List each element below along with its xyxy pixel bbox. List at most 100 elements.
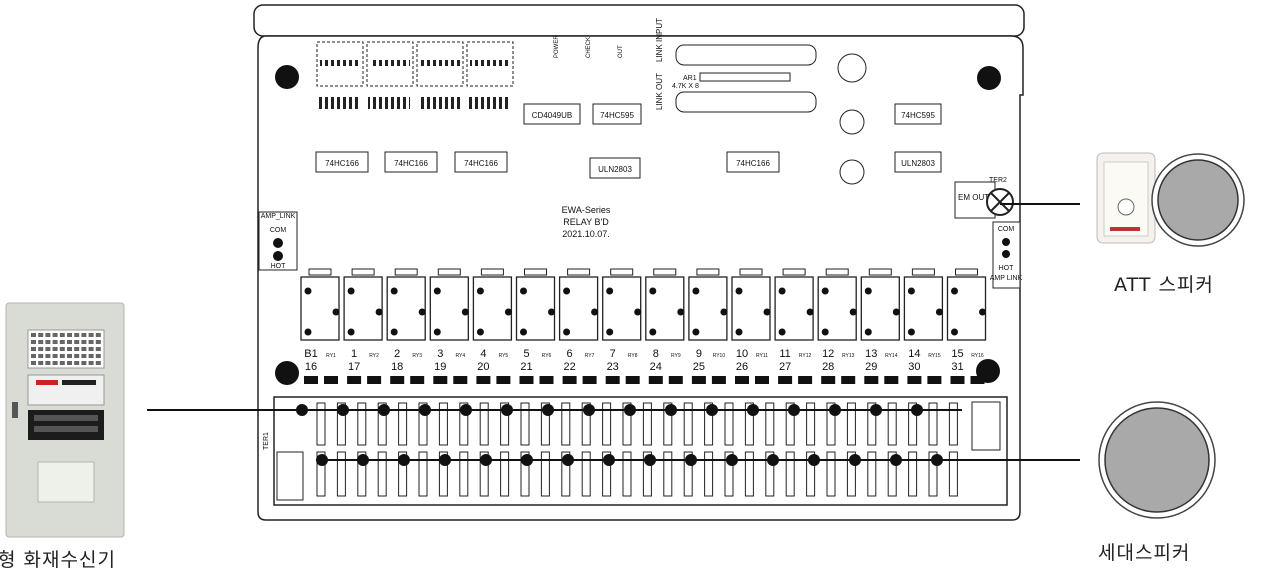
ter2-label: TER2 xyxy=(989,177,1007,184)
relay-indicator xyxy=(351,268,375,276)
relay-pin xyxy=(390,287,398,295)
relay-indicator xyxy=(825,268,849,276)
relay-pin xyxy=(778,328,786,336)
diode xyxy=(927,376,942,384)
terminal-slot xyxy=(581,451,591,497)
diode xyxy=(711,376,726,384)
cabinet-led xyxy=(52,347,58,351)
relay-pin xyxy=(720,308,728,316)
hot-left-label: HOT xyxy=(271,263,287,270)
cabinet-led xyxy=(81,333,87,337)
resistor-network-ar1 xyxy=(699,72,791,82)
terminal-slot xyxy=(459,402,469,446)
terminal-slot xyxy=(377,451,387,497)
relay-pin xyxy=(520,287,527,295)
ter1-label: TER1 xyxy=(263,432,270,450)
relay-pin xyxy=(504,308,512,316)
relay-number-top: 15 xyxy=(951,348,963,360)
relay-pin xyxy=(649,287,657,295)
link-out-text: LINK OUT xyxy=(655,73,664,110)
cabinet-led xyxy=(95,340,101,344)
cabinet-led xyxy=(52,333,58,337)
cabinet-led xyxy=(67,354,72,358)
terminal-slot xyxy=(500,451,510,497)
amp-link-left-pin-com xyxy=(273,238,283,248)
relay-id: RY15 xyxy=(928,353,941,359)
cabinet-led xyxy=(31,361,36,365)
amp-link-right-pin-hot xyxy=(1002,250,1010,258)
terminal-slot xyxy=(357,402,367,446)
relay-pin xyxy=(806,308,814,316)
diode xyxy=(582,376,597,384)
relay-pin xyxy=(979,308,986,316)
relay-id: RY6 xyxy=(542,353,552,359)
cabinet-led xyxy=(81,340,87,344)
chip-uln2803-b: ULN2803 xyxy=(901,159,935,168)
diode xyxy=(864,376,879,384)
cabinet-led xyxy=(74,333,80,337)
diode xyxy=(410,376,425,384)
relay-number-bottom: 19 xyxy=(434,361,446,373)
cabinet-led xyxy=(31,333,36,337)
relay-pin xyxy=(563,287,571,295)
terminal-slot xyxy=(846,451,856,497)
board-top-rail xyxy=(253,4,1025,37)
relay-pin xyxy=(935,308,943,316)
relay-number-top: 2 xyxy=(394,348,400,360)
terminal-slot xyxy=(928,451,938,497)
cabinet-led xyxy=(59,333,65,337)
cabinet-led xyxy=(31,354,36,358)
cabinet-led xyxy=(88,361,94,365)
relay-number-top: 10 xyxy=(736,348,748,360)
terminal-slot xyxy=(398,451,408,497)
relay-pin xyxy=(821,287,829,295)
terminal-slot xyxy=(540,451,550,497)
relay-pin xyxy=(907,287,915,295)
relay-id: RY3 xyxy=(412,353,422,359)
relay-pin xyxy=(735,287,743,295)
diode xyxy=(755,376,769,384)
relay-id: RY2 xyxy=(369,353,379,359)
link-out-connector xyxy=(675,91,817,113)
link-out-label: LINK OUT xyxy=(655,73,664,110)
relay-number-bottom: 21 xyxy=(520,361,532,373)
relay-number-bottom: 16 xyxy=(305,361,317,373)
ar1-value: 4.7K X 8 xyxy=(672,83,699,90)
chip-74hc166-c: 74HC166 xyxy=(464,159,498,168)
chip-uln2803-a: ULN2803 xyxy=(598,165,632,174)
cabinet-led xyxy=(67,361,72,365)
terminal-slot xyxy=(744,451,754,497)
relay-pin xyxy=(476,328,484,336)
terminal-slot xyxy=(867,451,877,497)
terminal-slot xyxy=(561,451,571,497)
cabinet-led xyxy=(31,347,36,351)
cabinet-led xyxy=(81,361,87,365)
relay-indicator xyxy=(911,268,935,276)
cabinet-led xyxy=(31,340,36,344)
cabinet-led xyxy=(52,361,58,365)
cabinet-led xyxy=(45,361,51,365)
cabinet-led xyxy=(52,340,58,344)
chip-74hc166-d: 74HC166 xyxy=(736,159,770,168)
diode xyxy=(453,376,468,384)
relay-number-top: 6 xyxy=(567,348,573,360)
cabinet-led xyxy=(95,333,101,337)
relay-number-top: 9 xyxy=(696,348,702,360)
relay-indicator xyxy=(696,268,720,276)
cabinet-led xyxy=(67,347,72,351)
ar1-label: AR1 xyxy=(683,75,697,82)
cabinet-led xyxy=(74,361,80,365)
board-title-line-2: RELAY B'D xyxy=(563,217,609,227)
check-label: CHECK xyxy=(586,37,592,58)
relay-pin xyxy=(375,308,383,316)
terminal-slot xyxy=(806,451,816,497)
chip-cd4049: CD4049UB xyxy=(532,111,572,120)
diode xyxy=(347,376,362,384)
relay-number-top: 13 xyxy=(865,348,877,360)
cabinet-led xyxy=(59,361,65,365)
terminal-slot xyxy=(520,402,530,446)
diode xyxy=(691,376,706,384)
terminal-slot xyxy=(459,451,469,497)
terminal-slot xyxy=(724,402,734,446)
